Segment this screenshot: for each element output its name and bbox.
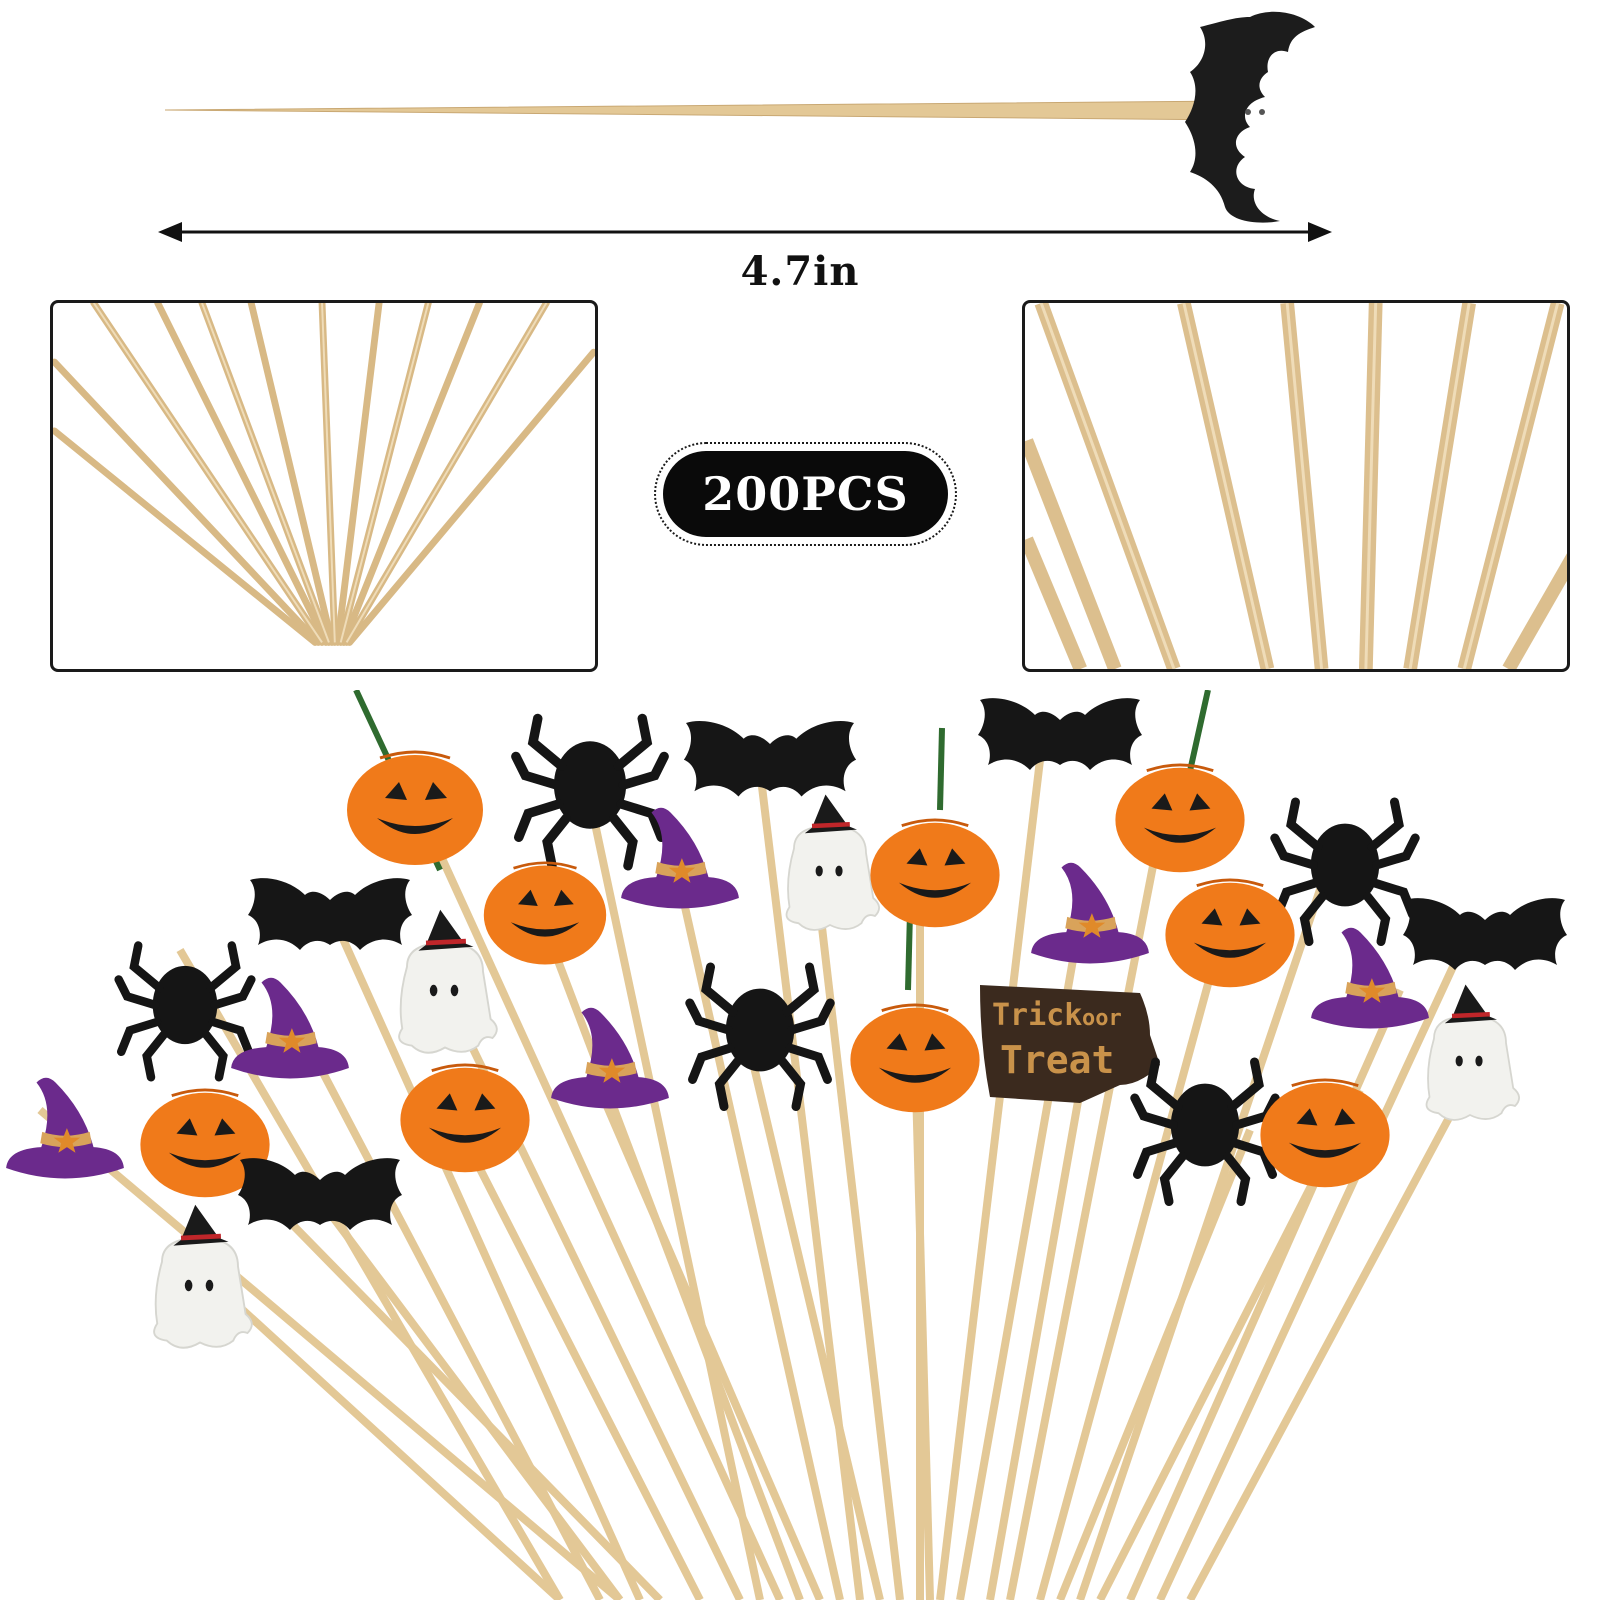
hero-pick-illustration <box>158 11 1332 242</box>
quantity-badge: 200PCS <box>663 451 948 537</box>
sign-line-1: Trick <box>992 998 1082 1033</box>
sign-line-3: Treat <box>1000 1038 1114 1082</box>
pointed-tips-detail <box>50 300 598 672</box>
hero-pick-stick <box>164 100 1241 121</box>
bat-icon <box>238 1158 402 1230</box>
pointed-tips-illustration <box>53 303 595 646</box>
witch-hat-icon <box>1031 862 1149 964</box>
witch-hat-icon <box>551 1007 669 1109</box>
pumpkin-icon <box>848 1003 982 1114</box>
trick-or-treat-sign-icon: Trick oor Treat <box>980 985 1160 1103</box>
pumpkin-icon <box>1113 763 1247 874</box>
witch-hat-icon <box>621 807 739 909</box>
bat-icon <box>1403 898 1567 970</box>
bat-icon <box>683 721 857 797</box>
length-label: 4.7in <box>740 248 860 295</box>
bamboo-sticks-illustration <box>1025 303 1567 669</box>
bat-icon <box>978 698 1142 770</box>
witch-hat-icon <box>1311 927 1429 1029</box>
quantity-badge-border <box>654 442 957 546</box>
pumpkin-icon <box>398 1063 532 1174</box>
sign-line-2: oor <box>1082 1006 1122 1031</box>
bat-icon <box>1185 11 1315 223</box>
pumpkin-icon <box>868 818 1002 929</box>
pumpkin-icon <box>482 861 608 966</box>
witch-hat-icon <box>6 1077 124 1179</box>
ghost-icon <box>154 1205 252 1348</box>
ghost-icon <box>399 910 497 1053</box>
ghost-icon <box>787 795 880 930</box>
pumpkin-icon <box>345 750 485 867</box>
spider-icon <box>1275 802 1415 942</box>
dimension-arrow <box>158 222 1332 242</box>
halloween-picks-bouquet: Trick oor Treat <box>6 690 1567 1600</box>
ghost-icon <box>1427 985 1520 1120</box>
pumpkin-icon <box>1163 878 1297 989</box>
spider-icon <box>516 719 664 866</box>
bat-icon <box>248 878 412 950</box>
bamboo-sticks-detail <box>1022 300 1570 672</box>
pumpkin-icon <box>1258 1078 1392 1189</box>
